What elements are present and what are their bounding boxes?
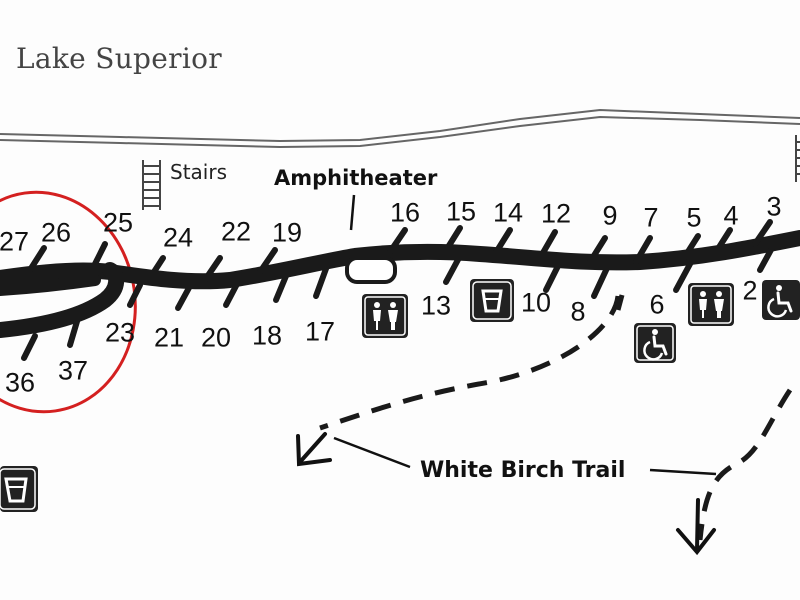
drinking-water-icon	[470, 279, 514, 322]
campsite-label[interactable]: 6	[649, 289, 665, 320]
campsite-label[interactable]: 15	[445, 196, 477, 227]
campsite-label[interactable]: 19	[271, 217, 303, 248]
campsite-label[interactable]: 4	[723, 200, 739, 231]
campsite-label[interactable]: 26	[40, 217, 72, 248]
restroom-icon	[362, 294, 408, 338]
lake-label: Lake Superior	[16, 42, 222, 75]
trail-path-left	[319, 295, 621, 431]
campsite-label[interactable]: 23	[104, 317, 136, 348]
restroom-icon	[688, 283, 734, 326]
stairs-icon	[795, 135, 800, 182]
amphitheater-label: Amphitheater	[274, 166, 438, 190]
campsite-label[interactable]: 2	[742, 275, 758, 306]
drinking-water-icon	[0, 466, 38, 512]
campsite-label[interactable]: 7	[643, 202, 659, 233]
campsite-label[interactable]: 24	[162, 222, 194, 253]
trail-label: White Birch Trail	[420, 458, 626, 483]
trail-label-connector	[333, 436, 411, 469]
path-dash	[615, 294, 625, 311]
campsite-label[interactable]: 17	[304, 316, 336, 347]
accessible-icon	[762, 280, 800, 320]
campsite-label[interactable]: 3	[766, 191, 782, 222]
amphitheater-pointer	[349, 194, 356, 231]
accessible-icon	[634, 323, 676, 363]
loop-road	[0, 262, 125, 338]
stairs-label: Stairs	[170, 160, 227, 184]
campsite-label[interactable]: 21	[153, 322, 185, 353]
loop-road-upper	[0, 274, 101, 296]
site-spurs-top	[27, 219, 773, 283]
site-spurs-bottom	[21, 245, 775, 361]
campsite-label[interactable]: 16	[389, 197, 421, 228]
campsite-label[interactable]: 12	[540, 198, 572, 229]
campsite-label[interactable]: 5	[686, 202, 702, 233]
shoreline-inner	[0, 115, 800, 149]
stairs-icon	[142, 160, 161, 210]
campsite-label[interactable]: 10	[520, 287, 552, 318]
campsite-label[interactable]: 18	[251, 320, 283, 351]
campsite-label[interactable]: 9	[602, 200, 618, 231]
campsite-label[interactable]: 20	[200, 322, 232, 353]
campsite-label[interactable]: 13	[420, 290, 452, 321]
highlight-circle	[0, 190, 137, 414]
amphitheater-loop	[345, 256, 397, 284]
trail-label-connector	[649, 468, 717, 476]
campsite-label[interactable]: 8	[570, 296, 586, 327]
campsite-label[interactable]: 25	[102, 207, 134, 238]
campsite-label[interactable]: 36	[4, 367, 36, 398]
trail-arrow-left	[296, 432, 332, 467]
shoreline-outer	[0, 108, 800, 143]
trail-path-right	[697, 388, 793, 541]
campsite-label[interactable]: 27	[0, 226, 30, 257]
campsite-label[interactable]: 14	[492, 197, 524, 228]
campsite-label[interactable]: 22	[220, 216, 252, 247]
campsite-label[interactable]: 37	[57, 355, 89, 386]
trail-arrow-right	[676, 498, 716, 556]
